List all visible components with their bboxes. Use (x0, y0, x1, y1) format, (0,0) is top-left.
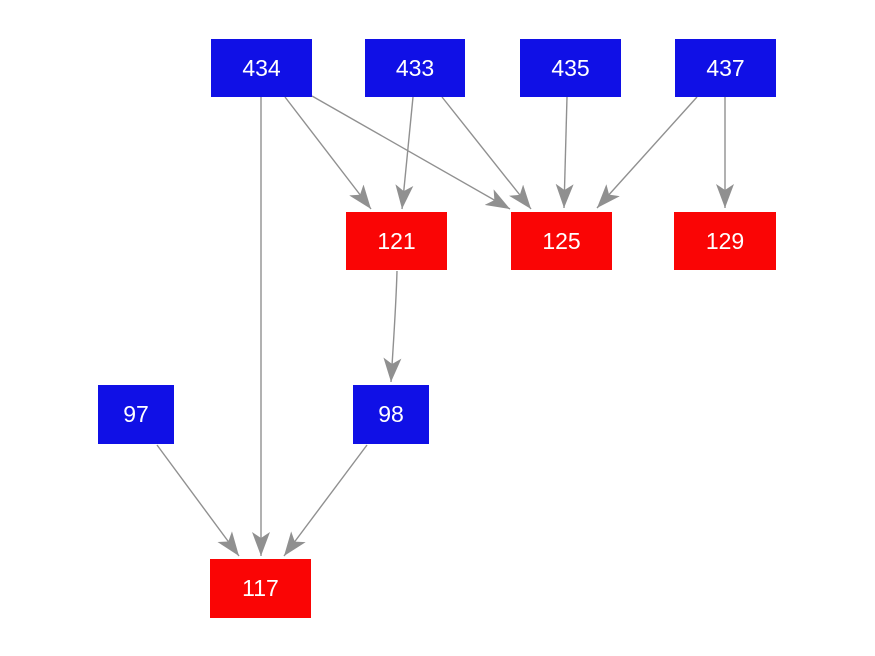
node-129[interactable]: 129 (674, 212, 776, 270)
node-121[interactable]: 121 (346, 212, 447, 270)
node-label: 97 (123, 401, 149, 427)
node-label: 435 (551, 54, 590, 81)
node-label: 437 (706, 54, 745, 81)
node-117[interactable]: 117 (210, 559, 311, 618)
edge-434-to-121 (284, 96, 372, 210)
edge-433-to-125 (441, 96, 532, 210)
edge-98-to-117 (283, 444, 368, 557)
node-98[interactable]: 98 (353, 385, 429, 444)
node-label: 433 (395, 54, 435, 81)
edge-433-to-121 (395, 96, 414, 210)
edge-121-to-98 (383, 270, 402, 383)
node-label: 434 (242, 54, 281, 81)
node-434[interactable]: 434 (211, 39, 312, 97)
node-label: 129 (705, 227, 745, 254)
node-435[interactable]: 435 (520, 39, 621, 97)
node-label: 98 (378, 401, 404, 427)
edge-97-to-117 (156, 444, 240, 557)
node-97[interactable]: 97 (98, 385, 174, 444)
node-437[interactable]: 437 (675, 39, 776, 97)
node-433[interactable]: 433 (365, 39, 465, 97)
node-label: 121 (377, 227, 416, 254)
edge-437-to-125 (596, 96, 698, 209)
edge-435-to-125 (555, 96, 574, 209)
node-125[interactable]: 125 (511, 212, 612, 270)
edge-434-to-125 (311, 95, 511, 210)
node-label: 117 (242, 575, 279, 601)
node-label: 125 (542, 227, 581, 254)
